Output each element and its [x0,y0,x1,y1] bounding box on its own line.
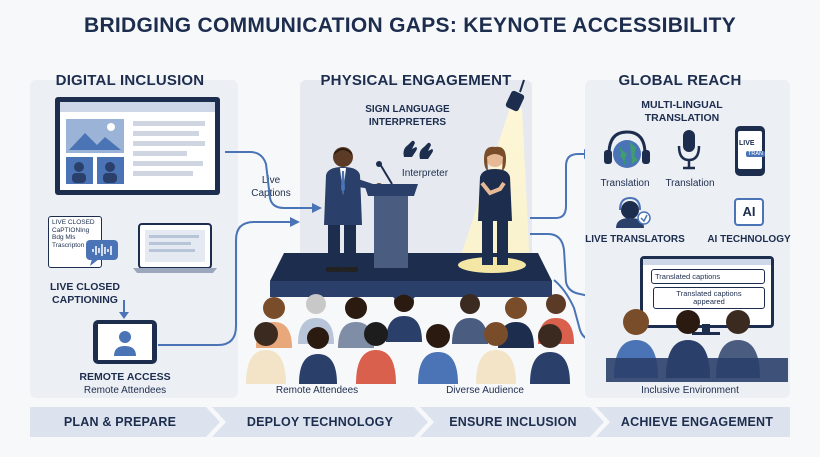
remote-attendees-label-left: Remote Attendees [83,385,167,396]
step-ensure-inclusion: ENSURE INCLUSION [449,415,577,429]
digital-inclusion-title: DIGITAL INCLUSION [55,72,205,89]
live-translators-label: LIVE TRANSLATORS [585,234,685,245]
speaker-figure [324,147,383,272]
translation-label-2: Translation [665,178,715,189]
monitor-stand [692,324,720,335]
inclusive-environment-label: Inclusive Environment [641,385,739,396]
remote-access-label: REMOTE ACCESS [79,371,171,383]
sign-language-interpreter-figure [478,146,512,265]
inclusive-audience [606,309,788,382]
global-reach-title: GLOBAL REACH [618,72,742,89]
laptop-icon [133,223,217,273]
sign-language-label: SIGN LANGUAGE INTERPRETERS [365,104,450,128]
live-closed-captioning-label: LIVE CLOSED CAPTIONING [49,281,120,306]
sign-language-hands-icon [403,140,433,159]
down-arrow [119,300,129,319]
remote-attendees-label-middle: Remote Attendees [275,385,359,396]
phone-live-badge: LIVE [739,140,755,147]
microphone-icon [677,130,701,170]
translated-caption-1: Translated captions [651,269,765,284]
page-title: BRIDGING COMMUNICATION GAPS: KEYNOTE ACC… [83,14,736,37]
speech-bubble-icon [86,240,118,266]
smartphone-icon: LIVE TRAN [735,126,765,176]
process-arrow-band [30,407,790,437]
interpreter-label: Interpreter [401,168,449,179]
podium [364,161,418,274]
translated-caption-2: Translated captions appeared [653,287,765,309]
phone-tran-badge: TRAN [746,151,765,157]
ai-icon: AI [734,198,764,226]
captions-monitor: Translated captions Translated captions … [640,256,774,328]
audience-crowd [246,291,574,384]
live-captions-label: Live Captions [251,175,291,199]
physical-engagement-title: PHYSICAL ENGAGEMENT [320,72,512,89]
multilingual-translation-label: MULTI-LINGUAL TRANSLATION [641,99,723,124]
translation-label-1: Translation [600,178,650,189]
step-achieve-engagement: ACHIEVE ENGAGEMENT [620,415,774,429]
caption-card-text: LIVE CLOSED CaPTIONIng Bdg Mls Trascript… [52,219,95,249]
step-plan-prepare: PLAN & PREPARE [63,415,177,429]
globe-headset-icon [604,130,650,168]
tablet-user-icon [93,320,157,364]
ai-technology-label: AI TECHNOLOGY [707,234,791,245]
headset-operator-icon [616,196,651,228]
ai-icon-text: AI [742,204,756,219]
laptop-webcast-illustration [55,97,220,195]
step-deploy-technology: DEPLOY TECHNOLOGY [246,415,394,429]
diverse-audience-label: Diverse Audience [446,385,524,396]
